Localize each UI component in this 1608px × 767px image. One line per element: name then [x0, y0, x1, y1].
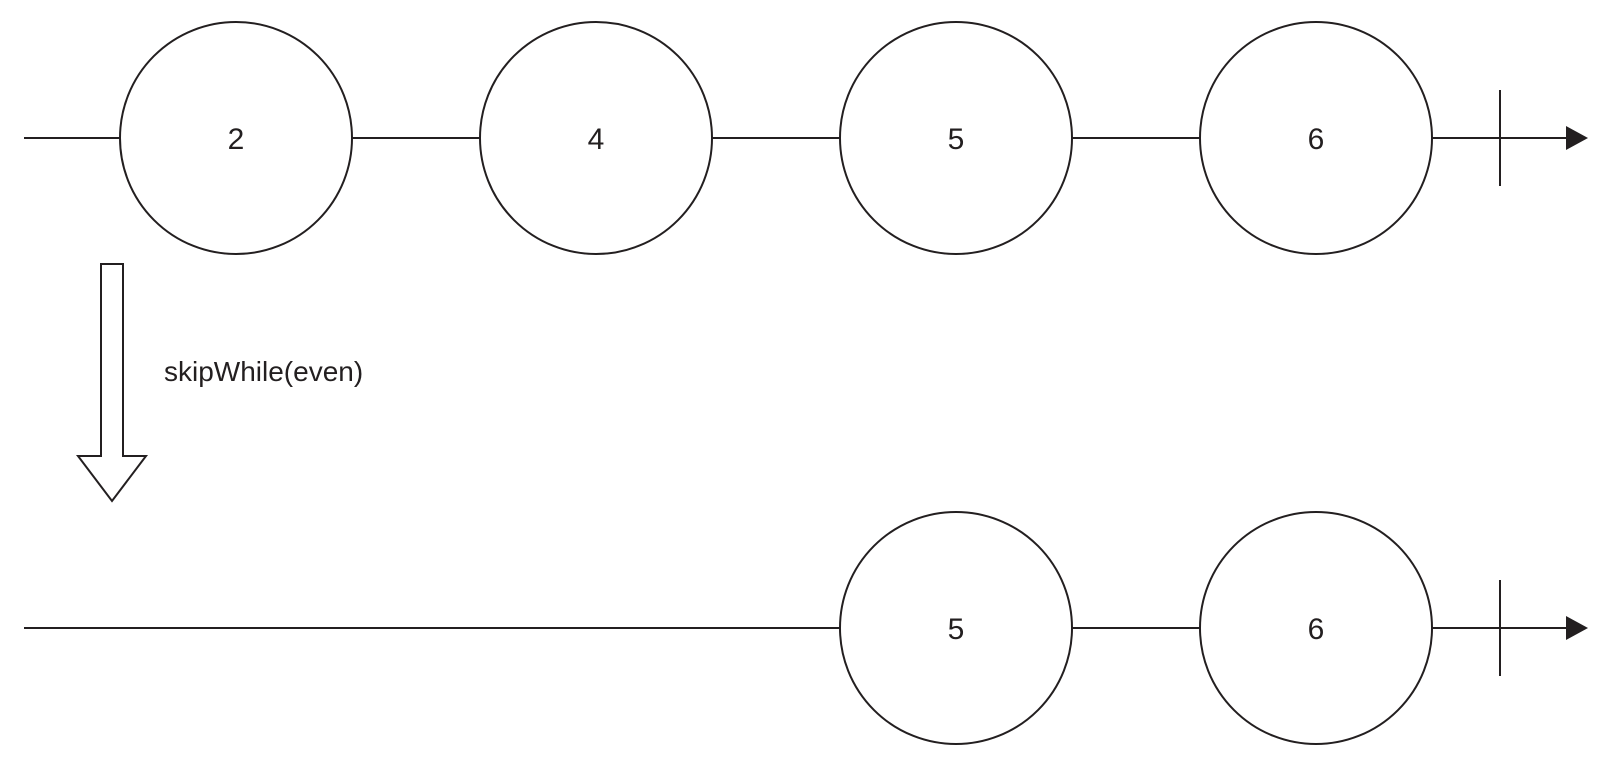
- output-timeline-arrowhead: [1566, 616, 1588, 640]
- input-marble: 6: [1199, 21, 1433, 255]
- output-marble: 5: [839, 511, 1073, 745]
- input-timeline-arrowhead: [1566, 126, 1588, 150]
- output-stream: 5 6: [24, 511, 1588, 745]
- output-marble-circle: [839, 511, 1073, 745]
- input-stream: 2 4 5 6: [24, 21, 1588, 255]
- input-marble-circle: [119, 21, 353, 255]
- operator: skipWhile(even): [75, 263, 363, 503]
- output-marble-value: 5: [948, 613, 965, 646]
- operator-label: skipWhile(even): [164, 356, 363, 387]
- input-marble-value: 6: [1308, 123, 1325, 156]
- input-marble: 5: [839, 21, 1073, 255]
- input-marble: 2: [119, 21, 353, 255]
- input-marble-circle: [1199, 21, 1433, 255]
- down-arrow-icon: [75, 263, 149, 503]
- input-marble: 4: [479, 21, 713, 255]
- input-marble-value: 5: [948, 123, 965, 156]
- input-marble-circle: [479, 21, 713, 255]
- output-marble-circle: [1199, 511, 1433, 745]
- input-marble-circle: [839, 21, 1073, 255]
- output-marble: 6: [1199, 511, 1433, 745]
- input-marble-value: 4: [588, 123, 605, 156]
- input-marble-value: 2: [228, 123, 245, 156]
- output-marble-value: 6: [1308, 613, 1325, 646]
